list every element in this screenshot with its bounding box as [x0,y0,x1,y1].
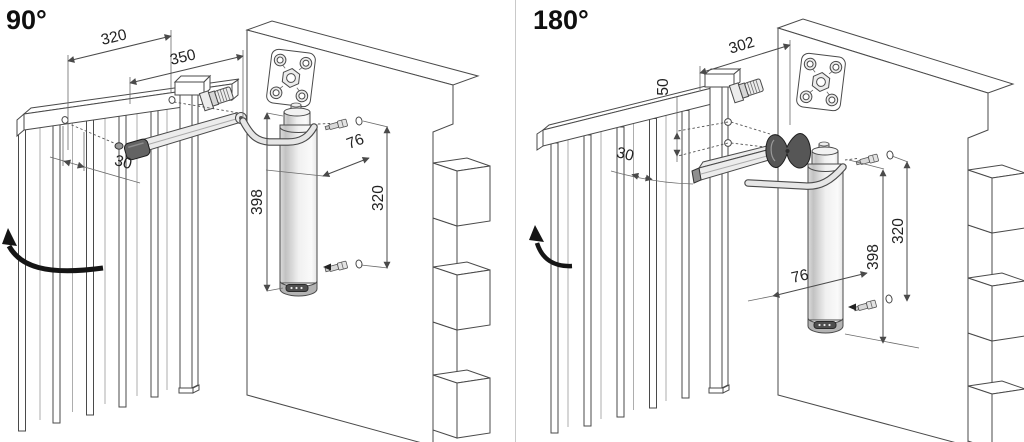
dim-label-30: 30 [113,152,134,173]
panel-title-90: 90° [6,5,47,35]
washer [355,116,363,126]
dim-label-350: 350 [168,46,197,69]
dim-label-398: 398 [865,244,882,270]
panel-title-180: 180° [533,5,589,35]
gate-frame [536,67,764,434]
panel-180-degree: 302 50 30 398 76 320 180° [529,5,1024,442]
wall-mounting-plate [266,48,316,108]
dim-label-302: 302 [727,34,757,58]
dim-label-320-fix: 320 [890,218,907,244]
threaded-adjuster [728,78,764,104]
wall-tooth [432,157,491,227]
closer-arm-rod [239,117,318,146]
dim-label-320-fix: 320 [370,185,387,211]
gate-bar [583,134,592,427]
screw-tip [323,263,331,271]
fixing-screw-top [324,118,348,131]
gate-bar [616,126,625,418]
swing-arc-arrow [529,225,573,269]
gate-closer-cylinder [279,102,318,297]
alignment-dashed-line [173,101,246,115]
threaded-adjuster [198,86,234,112]
arm-clamp [123,138,151,161]
screw-tip [848,303,856,311]
washer [355,259,363,269]
dim-label-30: 30 [615,144,636,165]
closer-arm [114,112,247,161]
mounting-knob [765,133,811,169]
gate-top-rail [536,78,735,151]
wall-tooth [967,380,1024,442]
wall-mounting-plate [796,52,846,112]
gate-bar [150,109,159,398]
dimension-lines [49,30,391,292]
arm-end-stop [691,167,702,184]
panel-90-degree: 320 350 30 398 76 320 90° [2,5,491,442]
wall-tooth [432,369,491,439]
alignment-dashed-line [677,142,729,157]
washer [886,150,894,160]
dim-label-50: 50 [655,78,672,96]
panel-divider [515,0,516,442]
dimension-lines [610,40,920,349]
wall-tooth [967,164,1024,234]
closer-arm [691,144,773,184]
wall-tooth [967,272,1024,342]
swing-arc-arrow [2,228,104,274]
gate-bar [550,142,559,434]
fixing-screw-bottom [853,299,877,312]
alignment-dashed-line [677,121,729,132]
gate-bar [18,127,26,432]
alignment-dashed-line [730,142,766,148]
gate-hinge-stile [173,74,212,394]
gate-hinge-stile [703,67,742,394]
arm-bolt [114,142,124,150]
alignment-dashed-line [730,121,771,135]
alignment-dashed-line [66,122,115,144]
fixing-screw-top [855,153,879,166]
dim-label-76: 76 [790,266,811,286]
dim-label-320-top: 320 [99,26,128,49]
wall-tooth [432,261,491,331]
dim-label-398: 398 [249,189,266,215]
rail-hole [168,96,176,104]
gate-bar [649,118,657,409]
closer-arm-rod [744,163,847,190]
dim-label-76: 76 [344,131,366,153]
gate-frame [16,74,240,432]
